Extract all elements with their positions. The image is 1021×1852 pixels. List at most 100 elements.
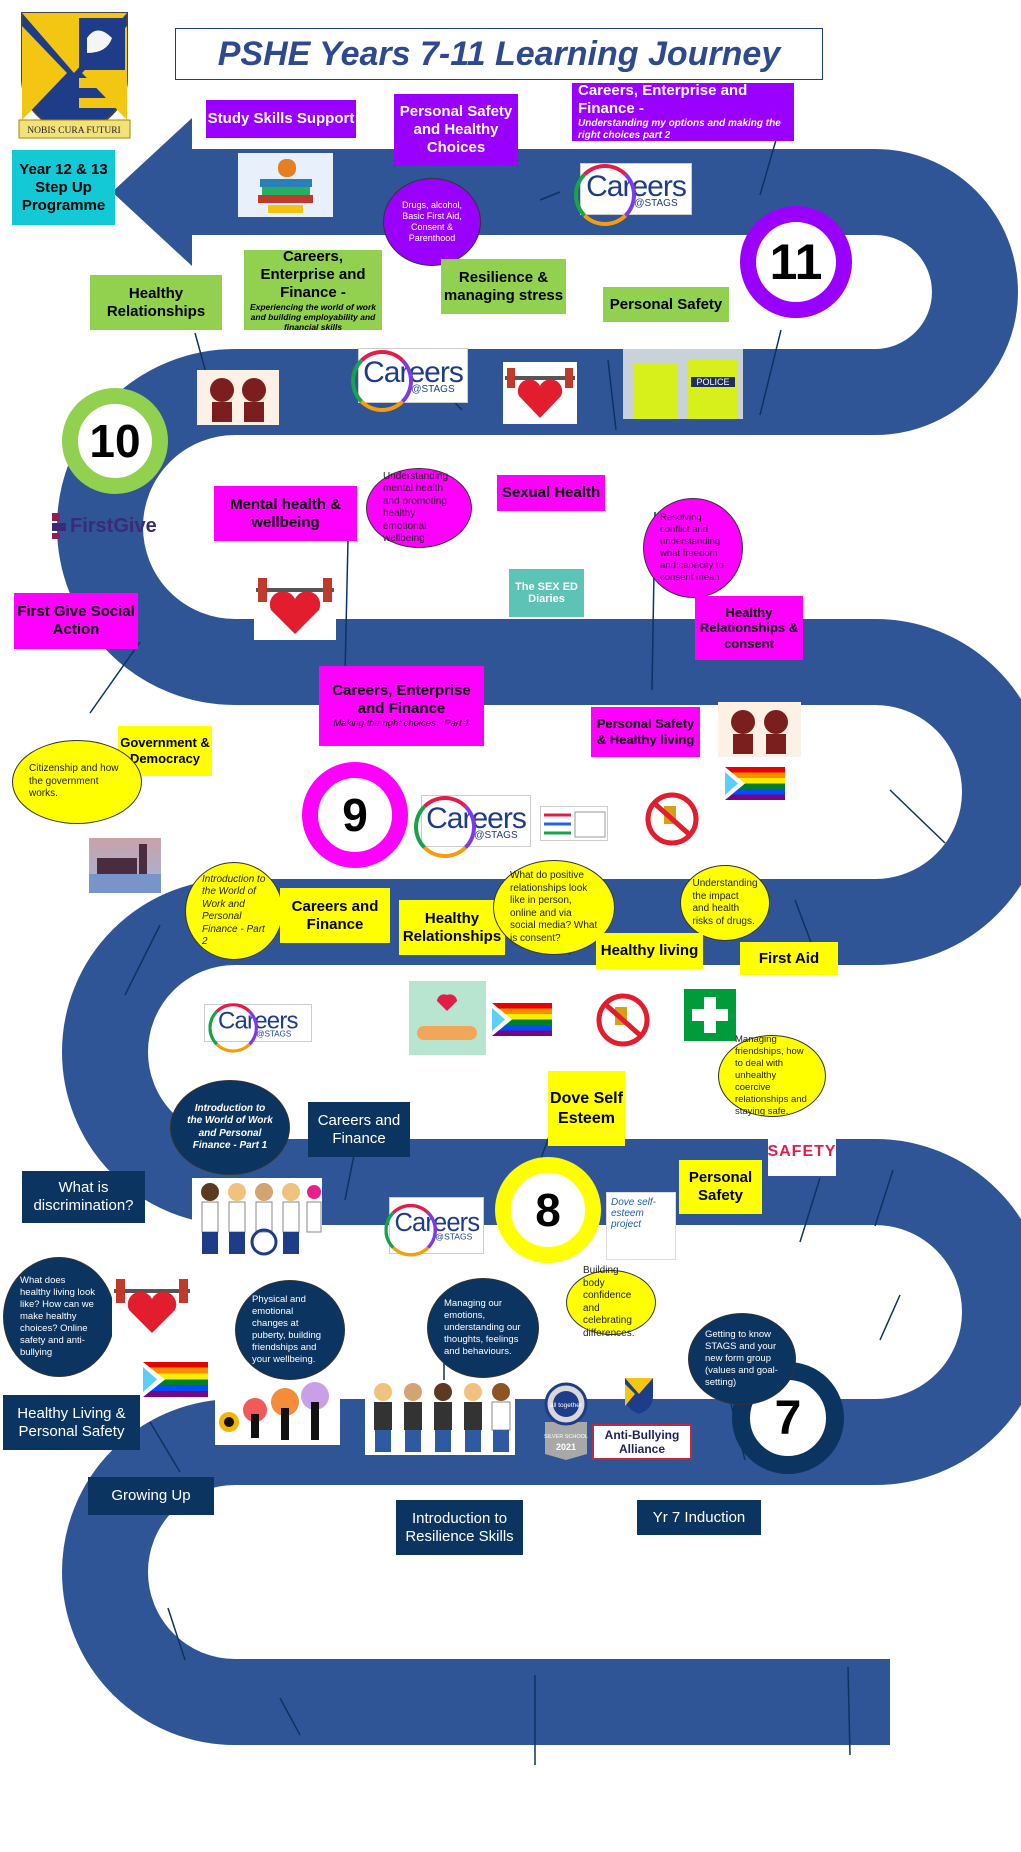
award-badge-icon: all together SILVER SCHOOL 2021 xyxy=(544,1382,588,1460)
pathways-diagram-image xyxy=(540,806,608,841)
police-image: POLICE xyxy=(623,349,743,419)
personal-safety-living-box: Personal Safety & Healthy living xyxy=(591,707,700,757)
progress-chevron-icon xyxy=(492,1003,512,1036)
careers-logo-y10: Careers@STAGS xyxy=(351,348,468,412)
careers-logo-y11: Careers@STAGS xyxy=(574,163,692,226)
crest-small xyxy=(623,1376,655,1416)
careers-y11-box: Careers, Enterprise and Finance - Unders… xyxy=(572,82,794,141)
year-11-circle: 11 xyxy=(740,206,852,318)
parliament-image xyxy=(89,838,161,893)
page-title: PSHE Years 7-11 Learning Journey xyxy=(175,28,823,80)
no-drugs-sign-y9 xyxy=(642,792,702,847)
relationships-silhouette-image xyxy=(197,370,279,425)
personal-safety-y10-box: Personal Safety xyxy=(603,287,729,322)
heart-weights-image-y7 xyxy=(112,1273,192,1338)
first-aid-sign xyxy=(684,989,736,1041)
careers-y9-box: Careers, Enterprise and Finance Making t… xyxy=(319,666,484,746)
crest-motto: NOBIS CURA FUTURI xyxy=(27,126,120,136)
couple-icon xyxy=(731,710,788,754)
careers-logo-y7: Careers@STAGS xyxy=(383,1197,484,1257)
study-skills-box: Study Skills Support xyxy=(206,100,356,138)
growing-up-silhouettes-image xyxy=(215,1380,340,1445)
dove-logo: Dove self-esteem project xyxy=(606,1192,676,1260)
resilience-intro-box: Introduction to Resilience Skills xyxy=(396,1500,523,1555)
healthy-rel-consent-box: Healthy Relationships & consent xyxy=(695,596,803,660)
body-confidence-bubble: Building body confidence and celebrating… xyxy=(566,1265,656,1339)
first-aid-cross-icon xyxy=(692,997,728,1033)
holding-hands-icon xyxy=(417,994,477,1040)
induction-bubble: Getting to know STAGS and your new form … xyxy=(688,1313,796,1405)
drugs-alcohol-bubble: Drugs, alcohol, Basic First Aid, Consent… xyxy=(383,178,481,266)
progress-chevron-icon xyxy=(143,1362,165,1397)
sexual-health-box: Sexual Health xyxy=(497,475,605,511)
conflict-consent-bubble: Resolving conflict and understanding wha… xyxy=(643,498,743,598)
pride-flag-y9 xyxy=(725,767,785,800)
heart-dumbbell-icon xyxy=(505,368,575,418)
police-officers-icon: POLICE xyxy=(633,359,738,419)
silver-school-badge: all together SILVER SCHOOL 2021 xyxy=(543,1382,589,1460)
healthy-living-safety-box: Healthy Living & Personal Safety xyxy=(3,1395,140,1450)
friendship-hands-image xyxy=(409,981,486,1055)
road-arrowhead xyxy=(112,118,192,266)
year-8-circle: 8 xyxy=(495,1157,601,1263)
growing-up-box: Growing Up xyxy=(88,1477,214,1515)
personal-safety-choices-box: Personal Safety and Healthy Choices xyxy=(394,94,518,166)
svg-text:all together: all together xyxy=(550,1402,583,1409)
no-drugs-sign-y8 xyxy=(594,992,652,1048)
students-group-icon xyxy=(201,1183,322,1256)
heart-weights-image-y9 xyxy=(254,572,336,640)
heart-dumbbell-icon xyxy=(114,1279,190,1333)
resilience-students-image xyxy=(365,1380,515,1455)
parliament-icon xyxy=(89,844,161,893)
diverse-students-image xyxy=(192,1178,322,1258)
post16-label: Year 12 & 13 Step Up Programme xyxy=(19,160,108,214)
mental-health-bubble: Understanding mental health and promotin… xyxy=(366,468,472,548)
government-bubble: Citizenship and how the government works… xyxy=(12,740,142,824)
school-crest: NOBIS CURA FUTURI xyxy=(17,8,132,148)
healthy-relationships-y10-box: Healthy Relationships xyxy=(90,275,222,330)
relationships-silhouette-image-y9 xyxy=(718,702,801,757)
heart-weights-image-y10 xyxy=(503,362,577,424)
couple-icon xyxy=(210,378,266,422)
puberty-bubble: Physical and emotional changes at pubert… xyxy=(235,1280,345,1380)
dove-box: Dove Self Esteem xyxy=(548,1071,625,1146)
healthy-living-y7-bubble: What does healthy living look like? How … xyxy=(3,1257,115,1377)
no-drugs-icon xyxy=(645,792,699,846)
resilience-y10-box: Resilience & managing stress xyxy=(441,259,566,314)
drugs-impact-bubble: Understanding the impact and health risk… xyxy=(680,865,770,941)
post16-box: Year 12 & 13 Step Up Programme xyxy=(12,150,115,225)
crest-shield-icon: NOBIS CURA FUTURI xyxy=(18,12,131,139)
careers-intro-y8-bubble: Introduction to the World of Work and Pe… xyxy=(185,862,283,960)
healthy-living-y8-box: Healthy living xyxy=(596,933,703,969)
positive-relationships-bubble: What do positive relationships look like… xyxy=(493,860,615,955)
personal-safety-y8-box: Personal Safety xyxy=(679,1160,762,1214)
svg-text:POLICE: POLICE xyxy=(696,377,729,387)
books-icon xyxy=(258,159,313,213)
friendships-bubble: Managing friendships, how to deal with u… xyxy=(718,1034,826,1117)
emotions-bubble: Managing our emotions, understanding our… xyxy=(427,1278,539,1378)
study-books-image xyxy=(238,153,333,217)
year-10-circle: 10 xyxy=(62,388,168,494)
heart-dumbbell-icon xyxy=(256,578,334,634)
pathways-icon xyxy=(544,811,606,838)
progress-chevron-icon xyxy=(725,767,745,800)
no-drugs-icon xyxy=(596,993,650,1047)
safety-letters-image: SAFETY xyxy=(767,1128,836,1176)
svg-text:2021: 2021 xyxy=(556,1442,576,1452)
careers-y10-box: Careers, Enterprise and Finance - Experi… xyxy=(244,248,382,332)
first-give-mark-icon xyxy=(52,513,66,539)
discrimination-box: What is discrimination? xyxy=(22,1171,145,1223)
careers-intro-y7-bubble: Introduction to the World of Work and Pe… xyxy=(170,1080,290,1175)
sexed-diaries-logo: The SEX ED Diaries xyxy=(509,569,584,617)
first-aid-box: First Aid xyxy=(740,942,838,975)
pride-flag-y7 xyxy=(143,1362,208,1397)
anti-bullying-badge: Anti-Bullying Alliance xyxy=(592,1424,692,1460)
growth-stages-icon xyxy=(219,1382,329,1440)
crest-shield-icon xyxy=(625,1378,653,1414)
careers-finance-y8-box: Careers and Finance xyxy=(280,888,390,943)
careers-logo-y9: Careers@STAGS xyxy=(414,795,531,858)
careers-finance-y7-box: Careers and Finance xyxy=(308,1102,410,1157)
careers-logo-y8: Careers@STAGS xyxy=(204,1002,312,1053)
healthy-relationships-y8-box: Healthy Relationships xyxy=(399,900,505,955)
mental-health-box: Mental health & wellbeing xyxy=(214,486,357,541)
